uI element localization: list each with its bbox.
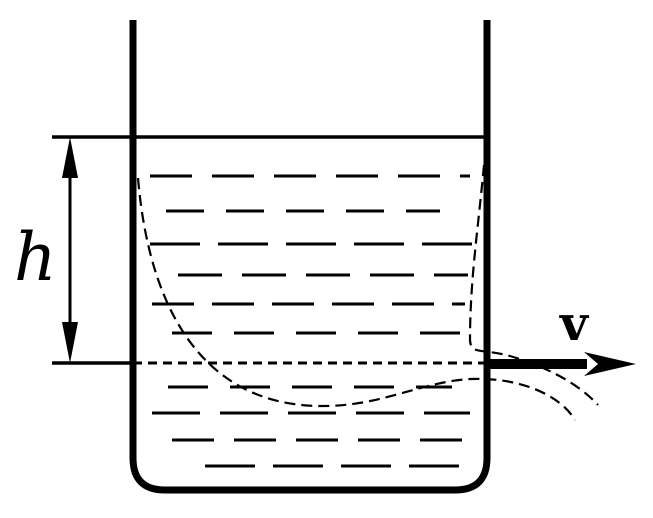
- height-label: h: [14, 219, 57, 296]
- streamtube-right-curve: [468, 164, 599, 406]
- streamtube-left-curve: [136, 177, 576, 421]
- height-arrow: [62, 137, 78, 363]
- velocity-arrow: [487, 352, 636, 376]
- vessel-outline: [129, 20, 491, 494]
- water-dashes: [150, 174, 472, 468]
- velocity-label: v: [559, 296, 590, 352]
